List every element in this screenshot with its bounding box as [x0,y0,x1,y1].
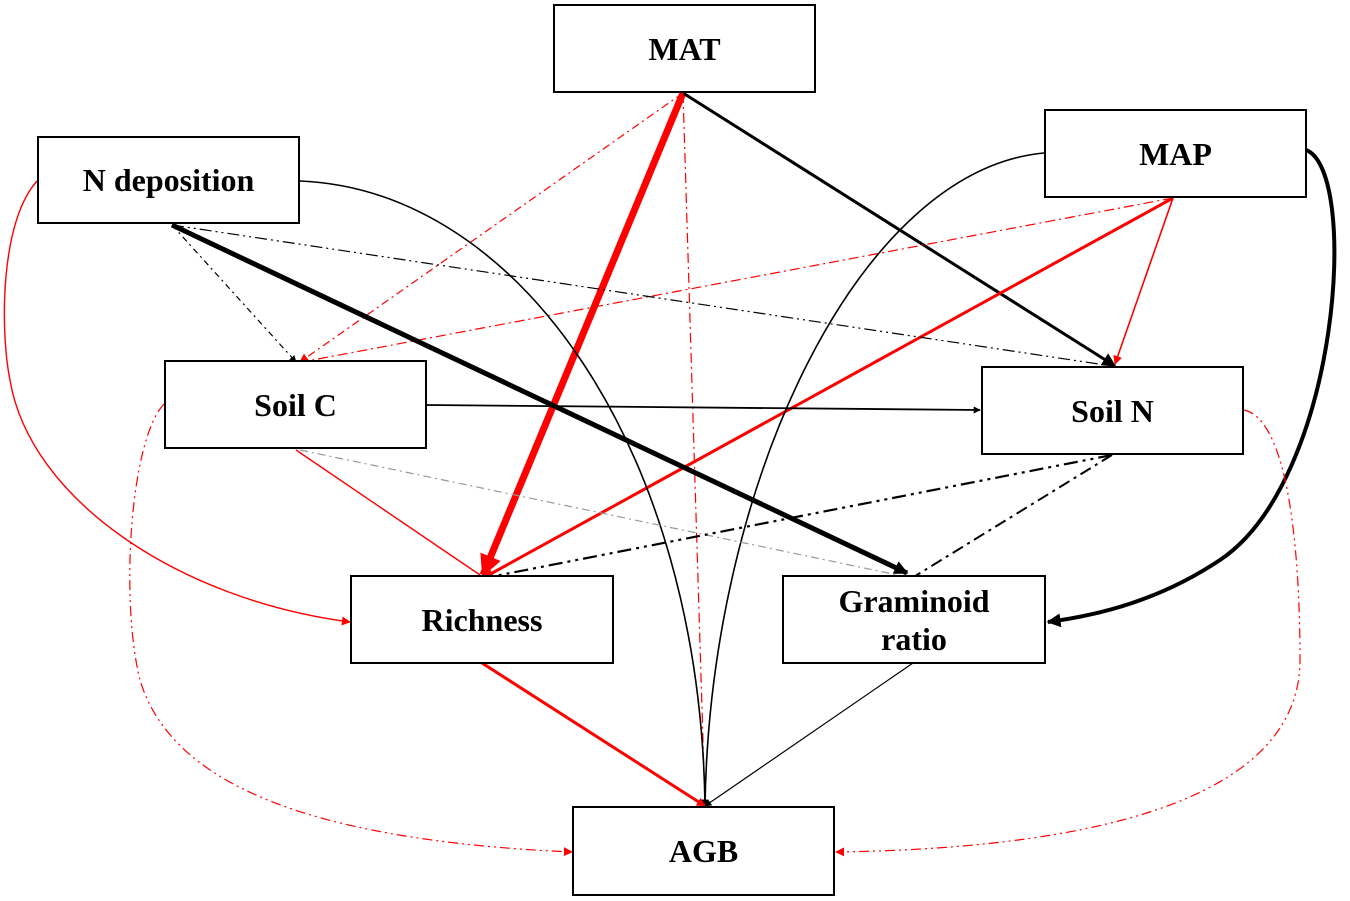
node-n-deposition-label: N deposition [82,162,255,198]
node-map-label: MAP [1139,135,1212,172]
edge-richness-to-agb [481,661,706,808]
edge-soilc-to-agb [129,403,573,857]
node-agb-label: AGB [668,833,739,869]
edge-ndep-to-soil-c [171,224,297,363]
node-graminoid-ratio-label: Graminoid ratio [838,582,989,658]
node-richness-label: Richness [421,601,543,638]
edge-soiln-to-graminoid [911,454,1113,579]
node-soil-n-label: Soil N [1071,392,1154,429]
node-mat-label: MAT [648,30,721,67]
edge-graminoid-to-agb [704,662,914,807]
edge-map-to-soil-n [1113,197,1174,365]
edge-soilc-to-graminoid [299,449,913,579]
edge-map-to-agb [701,152,1045,807]
node-richness: Richness [350,575,614,664]
node-mat: MAT [553,4,816,93]
edge-soiln-to-richness [489,453,1113,579]
edge-ndep-to-richness [3,179,351,626]
node-map: MAP [1044,109,1307,198]
edge-ndep-to-soil-n [171,224,1113,367]
node-soil-c-label: Soil C [254,386,337,423]
node-agb: AGB [572,806,835,896]
edge-mat-to-agb [682,92,706,807]
node-graminoid-ratio-line2: ratio [881,620,947,657]
node-graminoid-ratio: Graminoid ratio [782,575,1046,664]
edge-soilc-to-soiln [426,404,981,414]
edge-soilc-to-richness [295,449,481,576]
edge-ndep-to-graminoid [170,222,909,576]
edge-ndep-to-agb [299,180,709,807]
edge-map-to-richness [484,196,1174,579]
node-n-deposition: N deposition [37,136,300,224]
edge-map-to-soil-c [301,197,1174,363]
node-graminoid-ratio-line1: Graminoid [838,582,990,619]
node-soil-c: Soil C [164,360,427,449]
node-soil-n: Soil N [981,366,1244,455]
edge-mat-to-soil-n [682,91,1117,368]
edge-map-to-graminoid [1046,148,1337,628]
